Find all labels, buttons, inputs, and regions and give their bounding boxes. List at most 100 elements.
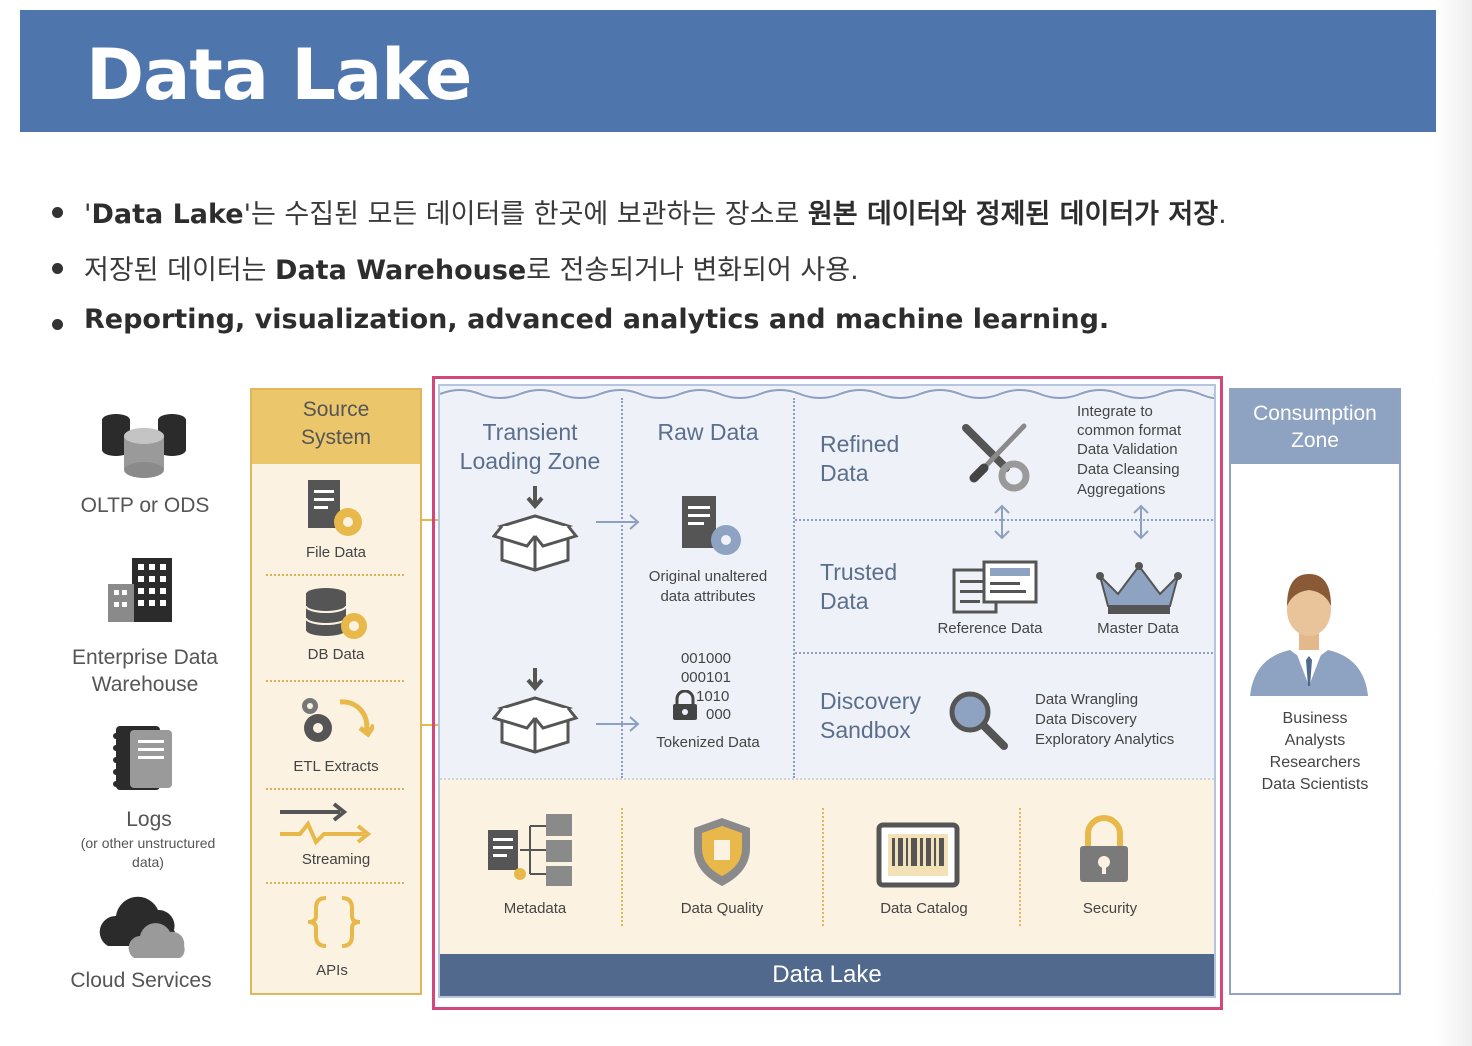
logs-sub-line-2: data): [132, 854, 164, 870]
title-bar: Data Lake: [20, 10, 1436, 132]
reference-documents-icon: [952, 560, 1038, 614]
open-box-icon: [492, 668, 579, 754]
security-label: Security: [1082, 900, 1138, 917]
double-arrow-icon: [1133, 504, 1149, 540]
right-edge-shade: [1436, 0, 1472, 1046]
binary-line-4: 000: [706, 706, 732, 723]
governance-divider: [822, 808, 824, 926]
data-lake-outline: [432, 376, 1223, 1010]
barcode-catalog-icon: [876, 822, 960, 888]
refined-note-4: Data Cleansing: [1077, 461, 1180, 478]
raw-caption-line-2: data attributes: [660, 588, 756, 605]
zone-divider: [440, 778, 1214, 780]
discovery-note-1: Data Wrangling: [1035, 691, 1139, 708]
bullet-1-post: .: [1218, 199, 1227, 230]
wrench-screwdriver-icon: [962, 423, 1030, 492]
raw-caption-line-1: Original unaltered: [648, 568, 768, 585]
refined-data-title-2: Data: [820, 460, 869, 486]
metadata-label: Metadata: [503, 900, 567, 917]
binary-line-1: 001000: [680, 650, 732, 667]
master-data-label: Master Data: [1097, 620, 1179, 637]
binary-line-3: 1010: [696, 688, 730, 705]
refined-note-3: Data Validation: [1077, 441, 1178, 458]
lock-icon: [1080, 815, 1128, 882]
refined-note-1: Integrate to: [1077, 403, 1153, 420]
streaming-arrows-icon: [280, 802, 372, 846]
edw-label-line-2: Warehouse: [91, 673, 199, 696]
trusted-data-title-2: Data: [820, 588, 869, 614]
tokenized-data-label: Tokenized Data: [656, 734, 760, 751]
streaming-label: Streaming: [301, 851, 371, 868]
edw-label-line-1: Enterprise Data: [72, 646, 218, 669]
refined-data-title-1: Refined: [820, 431, 900, 457]
shield-icon: [694, 818, 750, 886]
flow-arrow-icon: [596, 514, 640, 530]
logs-label: Logs: [126, 808, 172, 831]
source-divider: [266, 788, 404, 790]
crown-icon: [1096, 562, 1182, 614]
discovery-note-3: Exploratory Analytics: [1035, 731, 1175, 748]
consumer-line-2: Analysts: [1284, 732, 1346, 749]
flow-arrow-icon: [596, 716, 640, 732]
logs-sub-line-1: (or other unstructured: [80, 835, 216, 851]
zone-divider: [621, 398, 623, 778]
data-quality-label: Data Quality: [680, 900, 764, 917]
bullet-1: 'Data Lake'는 수집된 모든 데이터를 한곳에 보관하는 장소로 원본…: [50, 192, 1350, 248]
bullet-2-pre: 저장된 데이터는: [84, 255, 276, 286]
double-arrow-icon: [994, 504, 1010, 540]
data-lake-footer-bar: Data Lake: [440, 954, 1214, 996]
file-data-label: File Data: [305, 544, 367, 561]
bullet-2-bold: Data Warehouse: [275, 255, 527, 286]
bullet-2: 저장된 데이터는 Data Warehouse로 전송되거나 변화되어 사용.: [50, 248, 1350, 304]
data-lake-footer-label: Data Lake: [772, 961, 882, 988]
oltp-label: OLTP or ODS: [80, 494, 210, 517]
water-wave-line: [440, 389, 1214, 399]
bullet-3-bold: Reporting, visualization, advanced analy…: [84, 304, 1110, 335]
metadata-icon: [488, 814, 572, 886]
bullet-list: 'Data Lake'는 수집된 모든 데이터를 한곳에 보관하는 장소로 원본…: [50, 192, 1350, 360]
curly-braces-icon: [307, 896, 361, 948]
source-divider: [266, 574, 404, 576]
governance-divider: [621, 808, 623, 926]
consumer-line-3: Researchers: [1269, 754, 1361, 771]
source-divider: [266, 680, 404, 682]
magnifier-icon: [949, 691, 1008, 750]
transient-zone-title-1: Transient: [482, 419, 578, 445]
source-divider: [266, 882, 404, 884]
zone-divider: [795, 652, 1213, 654]
source-system-head-2: System: [300, 426, 371, 449]
raw-data-title: Raw Data: [657, 419, 759, 445]
db-data-label: DB Data: [307, 646, 365, 663]
consumer-line-4: Data Scientists: [1261, 776, 1369, 793]
bullet-1-bold-1: Data Lake: [91, 199, 244, 230]
logbook-icon: [113, 726, 172, 790]
discovery-title-1: Discovery: [820, 688, 921, 714]
etl-extracts-label: ETL Extracts: [293, 758, 379, 775]
transient-zone-title-2: Loading Zone: [459, 448, 601, 474]
page-title: Data Lake: [86, 34, 472, 116]
bullet-1-bold-2: 원본 데이터와 정제된 데이터가 저장: [807, 199, 1219, 230]
business-person-icon: [1250, 574, 1368, 696]
bullet-3: Reporting, visualization, advanced analy…: [50, 304, 1350, 360]
zone-divider: [793, 398, 795, 778]
cloud-icon: [99, 896, 185, 958]
bullet-1-mid: '는 수집된 모든 데이터를 한곳에 보관하는 장소로: [243, 199, 808, 230]
cloud-services-label: Cloud Services: [70, 969, 212, 992]
bullet-2-post: 로 전송되거나 변화되어 사용.: [526, 255, 859, 286]
governance-divider: [1019, 808, 1021, 926]
trusted-data-title-1: Trusted: [820, 559, 898, 585]
padlock-icon: [673, 690, 697, 720]
refined-note-2: common format: [1077, 422, 1182, 439]
consumption-head-1: Consumption: [1253, 402, 1377, 425]
bullet-1-pre: ': [84, 199, 92, 230]
open-box-icon: [492, 486, 579, 572]
consumer-line-1: Business: [1282, 710, 1348, 727]
reference-data-label: Reference Data: [937, 620, 1043, 637]
document-gear-icon: [682, 496, 741, 555]
file-gear-icon: [308, 480, 362, 536]
db-gear-icon: [305, 588, 367, 639]
binary-line-2: 000101: [680, 669, 732, 686]
database-cylinders-icon: [102, 414, 186, 478]
